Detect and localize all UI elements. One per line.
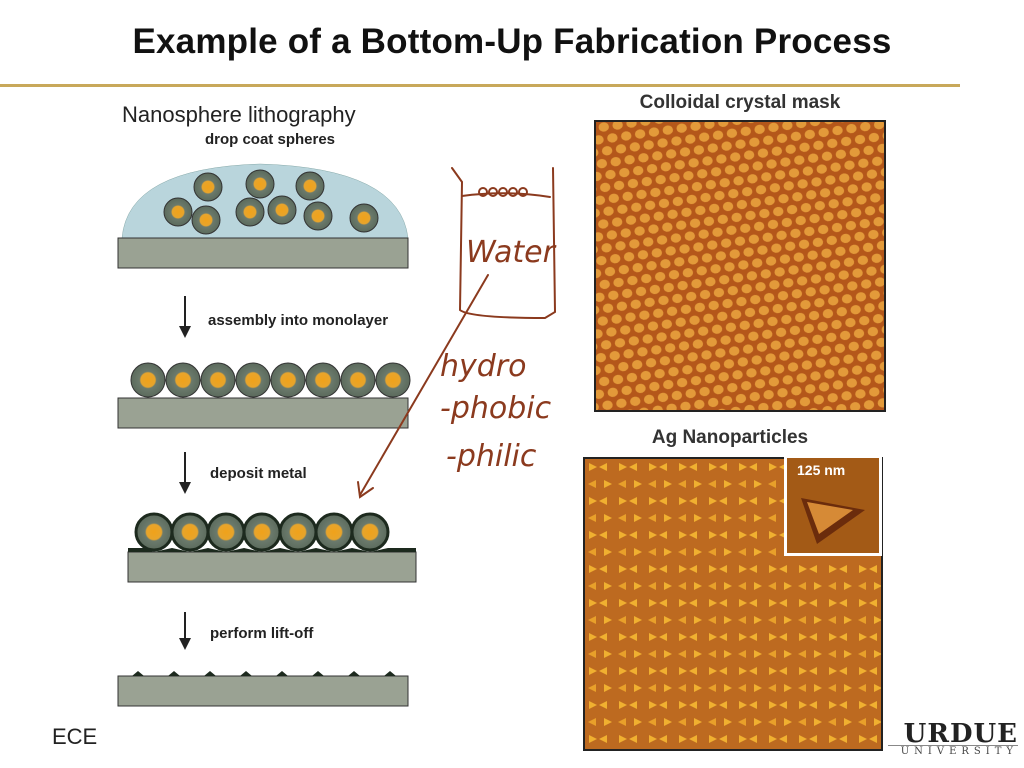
substrate-2 <box>117 397 409 429</box>
figure-heading: Nanosphere lithography <box>122 102 356 127</box>
substrate-4 <box>117 675 409 707</box>
substrate-1 <box>117 237 409 269</box>
metal-coated-spheres <box>134 512 390 552</box>
step-label-deposit: deposit metal <box>210 465 307 482</box>
footer-left-label: ECE <box>52 724 98 749</box>
arrow-line <box>359 274 489 496</box>
logo-subtext: UNIVERSITY <box>888 745 1018 757</box>
mask-image-title: Colloidal crystal mask <box>639 92 841 113</box>
beaker-drawing <box>451 167 557 320</box>
arrow-head-icon <box>357 481 374 499</box>
title-divider <box>0 84 960 87</box>
spheres-in-droplet <box>163 169 379 235</box>
step-label-drop-coat: drop coat spheres <box>205 131 335 148</box>
nanosphere-lithography-schematic: drop coat spheres assembly into monolaye… <box>117 131 417 707</box>
step-label-assembly: assembly into monolayer <box>208 312 388 329</box>
note-phobic: -phobic <box>440 391 552 426</box>
monolayer-spheres <box>130 362 411 398</box>
metal-nanoparticles <box>132 671 396 676</box>
note-philic: -philic <box>446 439 537 474</box>
note-water: Water <box>466 235 557 270</box>
colloidal-crystal-mask-image <box>594 120 886 412</box>
nanoparticles-image-title: Ag Nanoparticles <box>651 427 809 448</box>
inset-zoom-image: 125 nm <box>784 455 882 556</box>
down-arrow-icon <box>179 452 191 494</box>
university-logo: URDUE UNIVERSITY <box>888 719 1018 757</box>
note-hydro: hydro <box>440 349 527 384</box>
substrate-3 <box>127 551 417 583</box>
logo-wordmark: URDUE <box>903 719 1018 749</box>
down-arrow-icon <box>179 612 191 650</box>
step-label-lift-off: perform lift-off <box>210 625 314 642</box>
scale-label: 125 nm <box>797 462 846 478</box>
slide-title: Example of a Bottom-Up Fabrication Proce… <box>132 22 892 61</box>
metal-film <box>128 548 416 552</box>
down-arrow-icon <box>179 296 191 338</box>
